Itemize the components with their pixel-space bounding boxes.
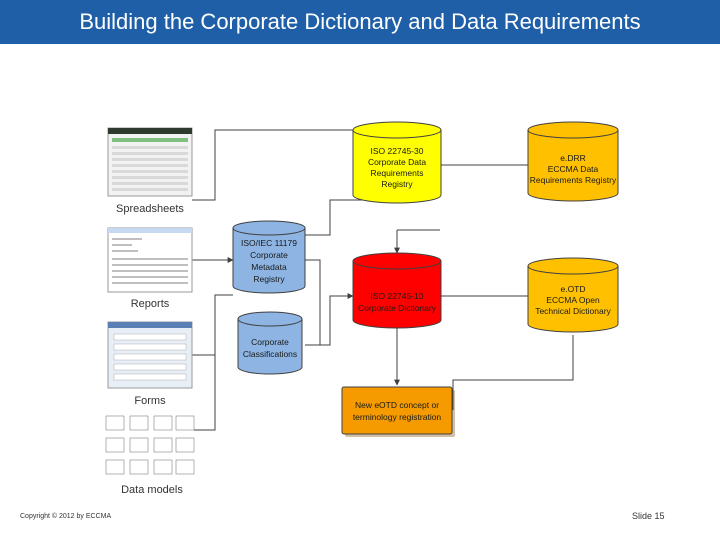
eotd-line-1: e.OTD (560, 284, 585, 294)
node-iso11179: ISO/IEC 11179 Corporate Metadata Registr… (232, 220, 306, 294)
connector-models-forms (194, 355, 216, 431)
node-new-eotd: New eOTD concept or terminology registra… (341, 386, 455, 437)
spreadsheets-thumbnail (107, 127, 193, 197)
node-iso22745-10: ISO 22745-10 Corporate Dictionary (352, 252, 442, 329)
connector-11179-iso30 (305, 199, 397, 236)
iso11179-line-4: Registry (253, 274, 285, 284)
eotd-line-2: ECCMA Open (546, 295, 600, 305)
connector-to-dictionary (320, 293, 354, 346)
classifications-line-2: Classifications (243, 349, 297, 359)
edrr-line-3: Requirements Registry (530, 175, 617, 185)
label-data-models: Data models (121, 484, 183, 496)
edrr-line-1: e.DRR (560, 153, 586, 163)
node-iso22745-30: ISO 22745-30 Corporate Data Requirements… (352, 121, 442, 204)
connector-forms-iso11179 (192, 294, 233, 356)
connector-11179-classifications (305, 259, 321, 346)
iso11179-line-2: Corporate (250, 250, 288, 260)
connector-eotd-new (452, 335, 574, 410)
iso30-line-3: Requirements (371, 168, 424, 178)
connector-spreadsheets-iso30 (192, 129, 353, 201)
forms-thumbnail (107, 321, 193, 389)
iso30-line-1: ISO 22745-30 (371, 146, 424, 156)
classifications-line-1: Corporate (251, 337, 289, 347)
iso30-line-4: Registry (381, 179, 413, 189)
title-bar (0, 0, 720, 44)
iso10-line-1: ISO 22745-10 (371, 291, 424, 301)
slide-title: Building the Corporate Dictionary and Da… (79, 9, 641, 34)
data-models-thumbnail (105, 415, 195, 475)
label-spreadsheets: Spreadsheets (116, 203, 184, 215)
label-reports: Reports (131, 298, 170, 310)
label-forms: Forms (134, 395, 166, 407)
new-eotd-line-1: New eOTD concept or (355, 400, 439, 410)
copyright: Copyright © 2012 by ECCMA (20, 513, 112, 520)
reports-thumbnail (107, 227, 193, 293)
iso30-line-2: Corporate Data (368, 157, 426, 167)
node-classifications: Corporate Classifications (237, 311, 303, 375)
node-eotd: e.OTD ECCMA Open Technical Dictionary (527, 257, 619, 333)
iso11179-line-1: ISO/IEC 11179 (241, 238, 297, 248)
iso10-line-2: Corporate Dictionary (358, 303, 437, 313)
eotd-line-3: Technical Dictionary (535, 306, 611, 316)
new-eotd-line-2: terminology registration (353, 412, 442, 422)
iso11179-line-3: Metadata (251, 262, 287, 272)
slide-number: Slide 15 (632, 511, 665, 521)
node-edrr: e.DRR ECCMA Data Requirements Registry (527, 121, 619, 202)
edrr-line-2: ECCMA Data (548, 164, 599, 174)
